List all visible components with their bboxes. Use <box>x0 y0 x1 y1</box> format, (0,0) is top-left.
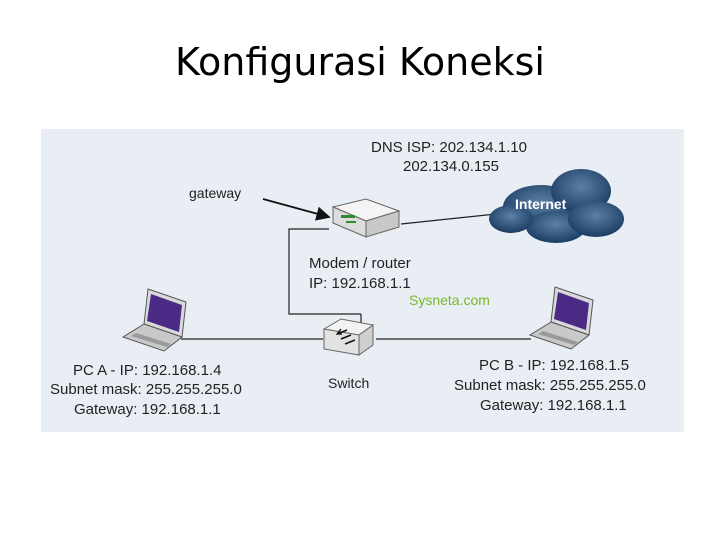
pc-b-gateway-label: Gateway: 192.168.1.1 <box>480 397 627 414</box>
gateway-label: gateway <box>189 185 242 201</box>
router-ip-label: IP: 192.168.1.1 <box>309 275 411 292</box>
diagram-canvas <box>121 169 624 356</box>
slide-title: Konfigurasi Koneksi <box>175 40 545 84</box>
gateway-arrow <box>262 198 331 221</box>
router-switch-link <box>288 228 361 315</box>
pc-a-ip-label: PC A - IP: 192.168.1.4 <box>73 362 222 379</box>
internet-cloud-icon <box>489 169 624 243</box>
pc-b-ip-label: PC B - IP: 192.168.1.5 <box>479 357 630 374</box>
router-icon <box>331 198 401 238</box>
router-internet-link <box>400 213 497 225</box>
switch-label: Switch <box>328 375 370 391</box>
connection-lines <box>181 198 531 340</box>
pc-a-gateway-label: Gateway: 192.168.1.1 <box>74 401 221 418</box>
network-diagram: DNS ISP: 202.134.1.10 202.134.0.155 gate… <box>41 129 684 432</box>
router-name-label: Modem / router <box>309 255 411 272</box>
pc-a-mask-label: Subnet mask: 255.255.255.0 <box>50 381 242 398</box>
dns-isp-label: DNS ISP: 202.134.1.10 <box>371 139 527 156</box>
pc-b-mask-label: Subnet mask: 255.255.255.0 <box>454 377 646 394</box>
dns-isp-secondary-label: 202.134.0.155 <box>403 158 499 175</box>
switch-icon <box>322 318 375 356</box>
laptop-b-icon <box>528 286 594 350</box>
watermark-text: Sysneta.com <box>409 292 490 308</box>
internet-label: Internet <box>515 196 567 212</box>
laptop-a-icon <box>121 288 187 352</box>
